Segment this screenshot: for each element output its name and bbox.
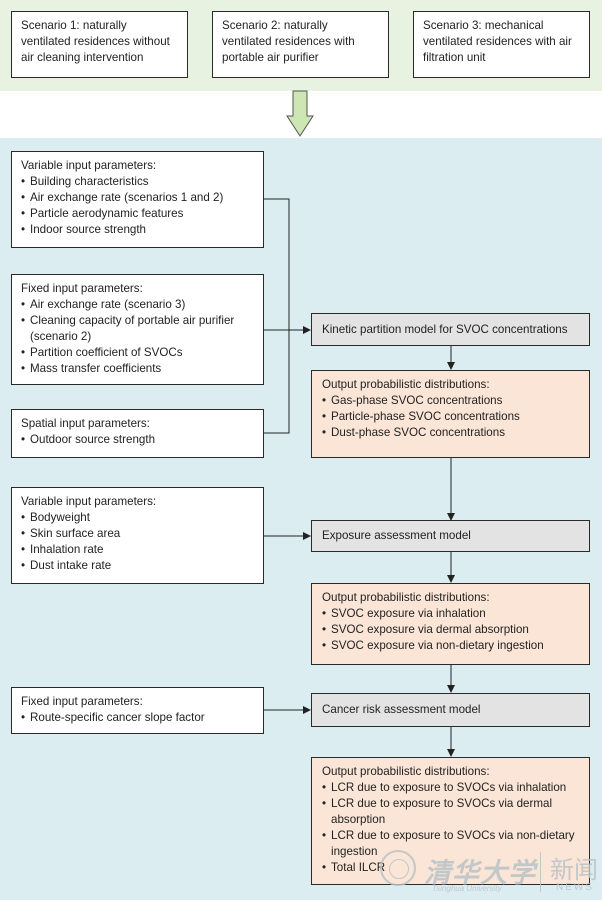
exposure-output-list: SVOC exposure via inhalation SVOC exposu… [322, 606, 581, 654]
spatial-inputs-header: Spatial input parameters: [21, 417, 150, 430]
list-item: Building characteristics [21, 174, 255, 190]
list-item: SVOC exposure via dermal absorption [322, 622, 581, 638]
list-item: Inhalation rate [21, 542, 255, 558]
variable-inputs-1-header: Variable input parameters: [21, 159, 157, 172]
exposure-output-box: Output probabilistic distributions: SVOC… [311, 583, 590, 665]
list-item: LCR due to exposure to SVOCs via non-die… [322, 828, 581, 860]
fixed-inputs-box-1: Fixed input parameters: Air exchange rat… [11, 274, 264, 385]
fixed-inputs-box-2: Fixed input parameters: Route-specific c… [11, 687, 264, 734]
list-item: SVOC exposure via inhalation [322, 606, 581, 622]
list-item: Indoor source strength [21, 222, 255, 238]
list-item: Bodyweight [21, 510, 255, 526]
list-item: Total ILCR [322, 860, 581, 876]
concentration-output-box: Output probabilistic distributions: Gas-… [311, 370, 590, 458]
cancer-model-label: Cancer risk assessment model [322, 703, 481, 716]
list-item: LCR due to exposure to SVOCs via inhalat… [322, 780, 581, 796]
scenario-1-text: Scenario 1: naturally ventilated residen… [21, 19, 170, 64]
exposure-output-header: Output probabilistic distributions: [322, 591, 490, 604]
variable-inputs-box-1: Variable input parameters: Building char… [11, 151, 264, 248]
variable-inputs-2-list: Bodyweight Skin surface area Inhalation … [21, 510, 255, 574]
scenario-2-box: Scenario 2: naturally ventilated residen… [212, 11, 389, 78]
list-item: Skin surface area [21, 526, 255, 542]
watermark-divider [540, 852, 541, 892]
list-item: Mass transfer coefficients [21, 361, 255, 377]
list-item: Particle aerodynamic features [21, 206, 255, 222]
risk-output-list: LCR due to exposure to SVOCs via inhalat… [322, 780, 581, 876]
fixed-inputs-2-header: Fixed input parameters: [21, 695, 143, 708]
watermark-university-en: Tsinghua University [432, 884, 502, 893]
list-item: Outdoor source strength [21, 432, 255, 448]
list-item: Dust intake rate [21, 558, 255, 574]
list-item: LCR due to exposure to SVOCs via dermal … [322, 796, 581, 828]
variable-inputs-2-header: Variable input parameters: [21, 495, 157, 508]
watermark-news-cn: 新闻 [550, 856, 598, 884]
list-item: Dust-phase SVOC concentrations [322, 425, 581, 441]
scenario-1-box: Scenario 1: naturally ventilated residen… [11, 11, 188, 78]
variable-inputs-1-list: Building characteristics Air exchange ra… [21, 174, 255, 238]
scenario-3-text: Scenario 3: mechanical ventilated reside… [423, 19, 572, 64]
cancer-model-box: Cancer risk assessment model [311, 693, 590, 727]
scenario-2-text: Scenario 2: naturally ventilated residen… [222, 19, 355, 64]
kinetic-model-label: Kinetic partition model for SVOC concent… [322, 322, 568, 336]
watermark-university-cn: 清华大学 [424, 858, 536, 889]
fixed-inputs-1-list: Air exchange rate (scenario 3) Cleaning … [21, 297, 255, 377]
input-bracket-1 [264, 198, 290, 434]
list-item: SVOC exposure via non-dietary ingestion [322, 638, 581, 654]
risk-output-header: Output probabilistic distributions: [322, 765, 490, 778]
exposure-model-label: Exposure assessment model [322, 529, 471, 542]
fixed-inputs-1-header: Fixed input parameters: [21, 282, 143, 295]
kinetic-model-box: Kinetic partition model for SVOC concent… [311, 313, 590, 346]
tsinghua-news-watermark: 清华大学 Tsinghua University 新闻 NEWS [380, 848, 602, 900]
concentration-output-list: Gas-phase SVOC concentrations Particle-p… [322, 393, 581, 441]
list-item: Air exchange rate (scenario 3) [21, 297, 255, 313]
university-seal-icon [380, 850, 416, 886]
variable-inputs-box-2: Variable input parameters: Bodyweight Sk… [11, 487, 264, 584]
exposure-model-box: Exposure assessment model [311, 520, 590, 552]
concentration-output-header: Output probabilistic distributions: [322, 378, 490, 391]
spatial-inputs-list: Outdoor source strength [21, 432, 255, 448]
spatial-inputs-box: Spatial input parameters: Outdoor source… [11, 409, 264, 458]
list-item: Route-specific cancer slope factor [21, 710, 255, 726]
scenario-3-box: Scenario 3: mechanical ventilated reside… [413, 11, 590, 78]
list-item: Particle-phase SVOC concentrations [322, 409, 581, 425]
fixed-inputs-2-list: Route-specific cancer slope factor [21, 710, 255, 726]
watermark-news-en: NEWS [556, 882, 594, 893]
list-item: Air exchange rate (scenarios 1 and 2) [21, 190, 255, 206]
list-item: Partition coefficient of SVOCs [21, 345, 255, 361]
list-item: Cleaning capacity of portable air purifi… [21, 313, 255, 345]
list-item: Gas-phase SVOC concentrations [322, 393, 581, 409]
scenario-down-arrow [286, 90, 314, 137]
risk-output-box: Output probabilistic distributions: LCR … [311, 757, 590, 885]
